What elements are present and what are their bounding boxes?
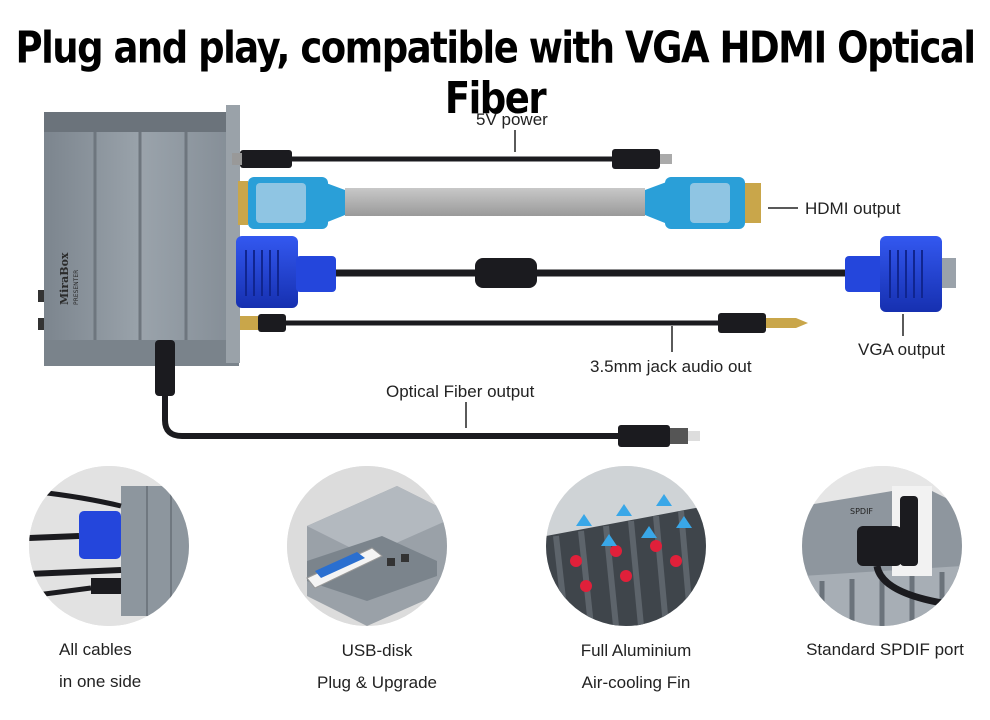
device-brand: MiraBox	[58, 252, 71, 305]
page-title: Plug and play, compatible with VGA HDMI …	[15, 22, 976, 124]
feature-fin-image	[546, 466, 706, 626]
vga-cable	[236, 236, 956, 336]
feature-spdif-caption: Standard SPDIF port	[790, 634, 980, 666]
feature-fin-caption: Full Aluminium Air-cooling Fin	[546, 635, 726, 699]
optical-cable	[155, 340, 700, 447]
feature-spdif-line1: Standard SPDIF port	[806, 640, 964, 659]
audio-cable	[240, 313, 808, 352]
feature-cables-caption: All cables in one side	[29, 634, 209, 698]
feature-fin-line2: Air-cooling Fin	[581, 673, 691, 692]
spdif-port-label: SPDIF	[850, 507, 873, 516]
device-model: PRESENTER	[73, 270, 80, 305]
label-audio-out: 3.5mm jack audio out	[590, 357, 752, 376]
feature-usb-line1: USB-disk	[341, 641, 413, 660]
feature-cables-image	[29, 466, 189, 626]
hdmi-cable	[238, 177, 798, 229]
feature-cables-line2: in one side	[59, 672, 142, 691]
feature-usb-image	[287, 466, 447, 626]
feature-fin-line1: Full Aluminium	[580, 641, 692, 660]
label-5v-power: 5V power	[476, 110, 548, 129]
feature-spdif-image: SPDIF	[802, 466, 962, 626]
power-cable	[232, 130, 672, 169]
label-vga-output: VGA output	[858, 340, 945, 359]
feature-usb-caption: USB-disk Plug & Upgrade	[287, 635, 467, 699]
mirabox-device: MiraBox PRESENTER	[38, 105, 240, 366]
product-illustration: MiraBox PRESENTER	[38, 105, 956, 447]
label-hdmi-output: HDMI output	[805, 199, 901, 218]
label-optical-output: Optical Fiber output	[386, 382, 535, 401]
feature-cables-line1: All cables	[59, 640, 132, 659]
feature-usb-line2: Plug & Upgrade	[316, 673, 438, 692]
